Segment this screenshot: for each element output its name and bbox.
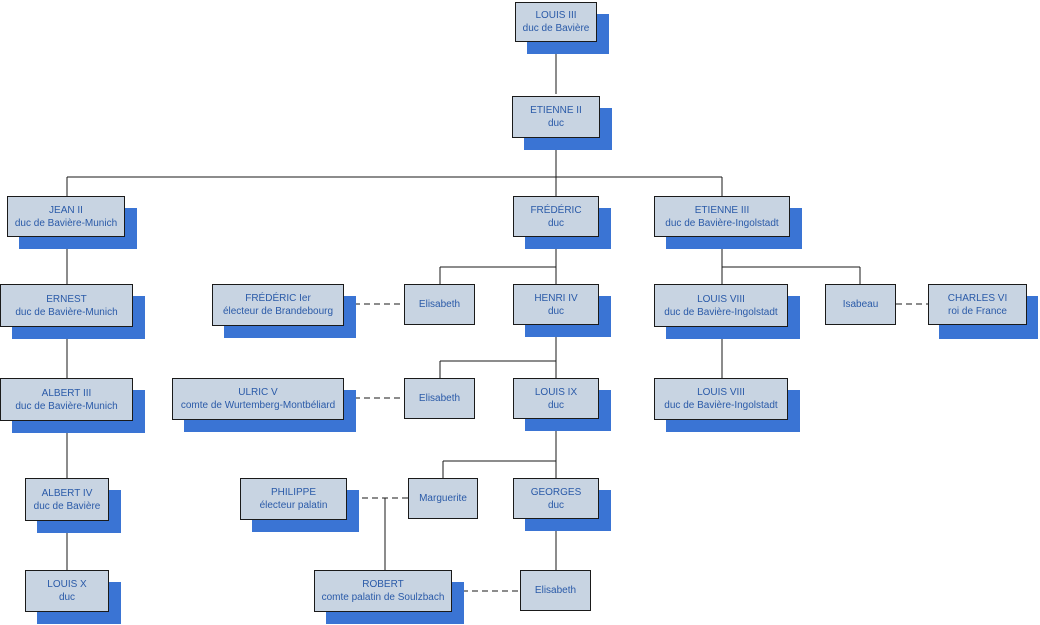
person-box: ULRIC V comte de Wurtemberg-Montbéliard [172,378,344,420]
person-title: duc de Bavière-Ingolstadt [664,306,778,318]
person-title: duc [547,118,565,129]
person-name: FRÉDÉRIC [530,204,582,216]
person-title: duc de Bavière-Munich [15,400,118,412]
person-title: duc [547,399,565,411]
person-box: Elisabeth [404,284,475,325]
person-box: LOUIS VIII duc de Bavière-Ingolstadt [654,284,788,327]
person-box: Marguerite [408,478,478,519]
person-title: électeur de Brandebourg [222,306,334,317]
person-name: CHARLES VI [947,292,1008,304]
person-name: Elisabeth [534,585,577,596]
person-box: Elisabeth [520,570,591,611]
person-name: JEAN II [49,204,83,216]
person-name: ALBERT III [41,387,92,399]
person-title: duc de Bavière-Ingolstadt [665,217,779,229]
person-box: ETIENNE III duc de Bavière-Ingolstadt [654,196,790,237]
person-title: électeur palatin [259,500,328,511]
person-box: ROBERT comte palatin de Soulzbach [314,570,452,612]
person-name: HENRI IV [534,292,578,304]
person-name: GEORGES [530,486,582,498]
person-box: FRÉDÉRIC duc [513,196,599,237]
person-title: duc de Bavière-Ingolstadt [664,400,778,411]
person-name: LOUIS VIII [697,293,745,305]
person-name: Isabeau [842,299,879,310]
person-title: duc de Bavière [33,500,101,512]
person-name: Marguerite [419,493,467,504]
person-name: Elisabeth [418,299,461,310]
person-box: PHILIPPE électeur palatin [240,478,347,520]
person-title: comte de Wurtemberg-Montbéliard [180,400,336,411]
person-box: ALBERT IV duc de Bavière [25,478,109,521]
person-title: duc de Bavière [522,23,590,34]
person-title: roi de France [948,305,1007,317]
person-name: LOUIS III [535,10,577,21]
person-title: comte palatin de Soulzbach [321,592,445,603]
person-name: ALBERT IV [41,487,93,499]
person-title: duc de Bavière-Munich [15,306,118,318]
person-box: HENRI IV duc [513,284,599,325]
person-box: ETIENNE II duc [512,96,600,138]
person-name: ETIENNE III [694,204,750,216]
person-box: GEORGES duc [513,478,599,519]
person-title: duc de Bavière-Munich [14,217,118,229]
person-box: LOUIS III duc de Bavière [515,2,597,42]
person-name: ULRIC V [238,387,278,398]
person-name: LOUIS VIII [697,387,745,398]
person-name: ROBERT [362,579,404,590]
person-name: PHILIPPE [270,487,317,498]
person-name: LOUIS IX [534,386,578,398]
person-box: Elisabeth [404,378,475,419]
person-name: FRÉDÉRIC Ier [245,293,311,304]
person-box: ERNEST duc de Bavière-Munich [0,284,133,327]
person-title: duc [547,499,565,511]
person-title: duc [547,305,565,317]
person-box: Isabeau [825,284,896,325]
person-box: JEAN II duc de Bavière-Munich [7,196,125,237]
person-box: FRÉDÉRIC Ier électeur de Brandebourg [212,284,344,326]
person-name: LOUIS X [47,579,87,590]
person-name: Elisabeth [418,393,461,404]
person-name: ETIENNE II [530,105,582,116]
person-box: LOUIS IX duc [513,378,599,419]
person-box: LOUIS VIII duc de Bavière-Ingolstadt [654,378,788,420]
person-title: duc [58,592,76,603]
person-title: duc [547,217,565,229]
person-name: ERNEST [46,293,87,305]
person-box: CHARLES VI roi de France [928,284,1027,325]
person-box: ALBERT III duc de Bavière-Munich [0,378,133,421]
person-box: LOUIS X duc [25,570,109,612]
